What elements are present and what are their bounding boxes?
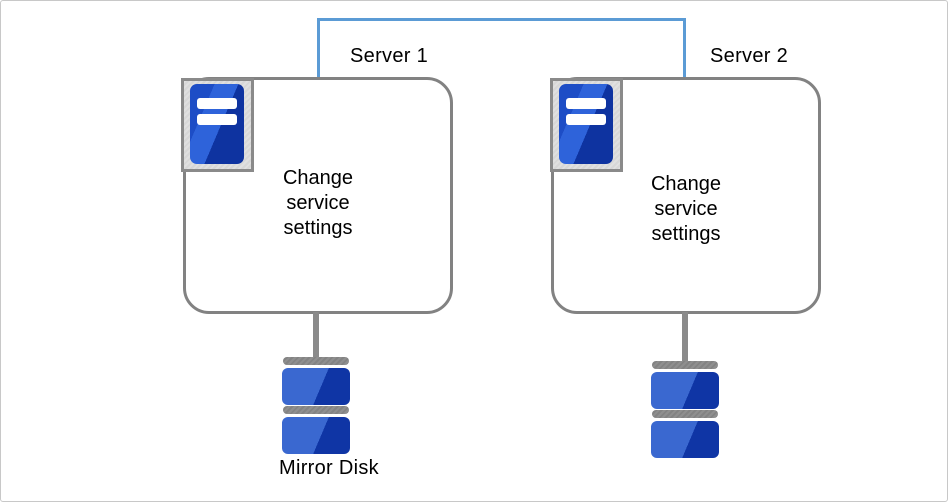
server2-label: Server 2 — [710, 45, 788, 67]
disk-cap-bar — [283, 357, 349, 365]
tower-slot-bar — [566, 98, 606, 109]
disk-icon — [651, 372, 719, 409]
server1-machine-icon — [181, 78, 254, 172]
server1-disk-connector-line — [313, 312, 319, 359]
server-tower-icon — [559, 84, 613, 164]
disk-icon — [282, 368, 350, 405]
tower-slot-bar — [197, 98, 237, 109]
disk-cap-bar — [283, 406, 349, 414]
disk-cap-bar — [652, 361, 718, 369]
mirror-disk-label: Mirror Disk — [279, 457, 379, 479]
server-interconnect-line — [317, 18, 686, 21]
disk-cap-bar — [652, 410, 718, 418]
server1-body-text: Change service settings — [282, 167, 354, 239]
server1-label: Server 1 — [350, 45, 428, 67]
server2-disk-connector-line — [682, 312, 688, 363]
server1-interconnect-drop-line — [317, 18, 320, 77]
disk-icon — [651, 421, 719, 458]
tower-slot-bar — [566, 114, 606, 125]
disk-icon — [282, 417, 350, 454]
server2-interconnect-drop-line — [683, 18, 686, 77]
tower-slot-bar — [197, 114, 237, 125]
server-tower-icon — [190, 84, 244, 164]
server2-machine-icon — [550, 78, 623, 172]
server2-body-text: Change service settings — [650, 173, 722, 245]
